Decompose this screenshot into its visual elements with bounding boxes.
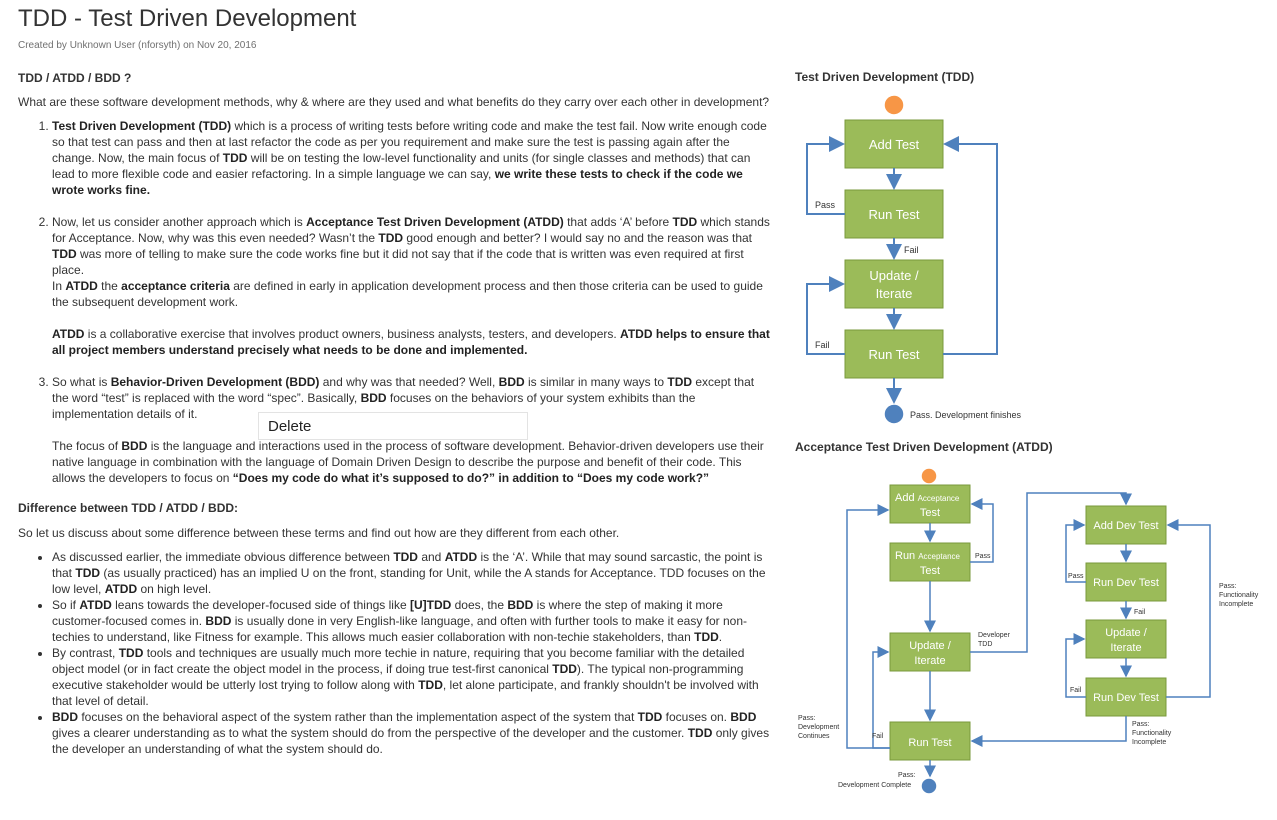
section-heading-methods: TDD / ATDD / BDD ? xyxy=(18,71,132,85)
acceptance-word-2: Acceptance xyxy=(918,552,960,561)
pass-label: Pass xyxy=(815,200,836,210)
run-dev-test-label-2: Run Dev Test xyxy=(1093,692,1159,704)
intro-paragraph: What are these software development meth… xyxy=(18,95,770,109)
func-incomplete-functionality: Functionality xyxy=(1219,592,1259,599)
dev-update-iterate-box xyxy=(1085,619,1167,659)
run-acceptance-test-box xyxy=(889,542,971,582)
bullet-item: BDD focuses on the behavioral aspect of … xyxy=(52,709,773,757)
atdd-end-node xyxy=(920,777,938,795)
difference-intro: So let us discuss about some difference … xyxy=(18,526,620,540)
atdd-figure-title: Acceptance Test Driven Development (ATDD… xyxy=(795,440,1053,454)
atdd-pass-right: Pass xyxy=(975,553,991,560)
run-test-label-1: Run Test xyxy=(868,207,919,222)
start-node xyxy=(883,94,905,116)
atdd-run-test-label: Run Test xyxy=(908,737,951,749)
dev-continues-pass: Pass: xyxy=(798,715,816,722)
fail-label-2: Fail xyxy=(815,340,830,350)
atdd-fail-left: Fail xyxy=(872,733,884,740)
difference-list: As discussed earlier, the immediate obvi… xyxy=(18,549,773,757)
bullet-item: By contrast, TDD tools and techniques ar… xyxy=(52,645,773,709)
iterate-label: Iterate xyxy=(876,286,913,301)
atdd-run-test-box xyxy=(889,721,971,761)
run-test-box-2 xyxy=(844,329,944,379)
bullet-item: So if ATDD leans towards the developer-f… xyxy=(52,597,773,645)
add-acceptance-test-box xyxy=(889,484,971,524)
page-title: TDD - Test Driven Development xyxy=(18,5,357,32)
add-dev-test-label: Add Dev Test xyxy=(1093,520,1158,532)
add-word: Add xyxy=(895,492,915,504)
test-word-1: Test xyxy=(920,507,940,519)
run-word: Run xyxy=(895,550,915,562)
func-incomplete-incomplete: Incomplete xyxy=(1219,601,1253,608)
finish-label: Pass. Development finishes xyxy=(910,410,1022,420)
run-dev-test-label-1: Run Dev Test xyxy=(1093,577,1159,589)
acceptance-word-1: Acceptance xyxy=(918,494,960,503)
dev-iterate-label: Iterate xyxy=(1110,642,1141,654)
update-label: Update / xyxy=(869,268,919,283)
article-body: TDD / ATDD / BDD ? What are these softwa… xyxy=(18,70,773,757)
run-test-label-2: Run Test xyxy=(868,347,919,362)
dev-pass-label: Pass xyxy=(1068,573,1084,580)
page-metadata: Created by Unknown User (nforsyth) on No… xyxy=(18,40,257,51)
list-item-bdd: So what is Behavior-Driven Development (… xyxy=(52,374,773,486)
complete-pass: Pass: xyxy=(898,772,916,779)
methods-list: Test Driven Development (TDD) which is a… xyxy=(18,118,773,486)
developer-label: Developer xyxy=(978,632,1011,639)
run-dev-test-box-1 xyxy=(1085,562,1167,602)
atdd-update-label: Update / xyxy=(909,640,952,652)
run-dev-test-box-2 xyxy=(1085,677,1167,717)
developer-tdd-label: TDD xyxy=(978,641,992,648)
list-item-atdd: Now, let us consider another approach wh… xyxy=(52,214,773,358)
delete-tooltip-button[interactable]: Delete xyxy=(258,412,528,440)
dev-continues-development: Development xyxy=(798,724,839,731)
test-word-2: Test xyxy=(920,565,940,577)
complete-development: Development Complete xyxy=(838,782,911,789)
func-incomplete-b-incomplete: Incomplete xyxy=(1132,739,1166,746)
end-node xyxy=(883,403,905,425)
tdd-flow-diagram: Add Test Run Test Update / Iterate Run T… xyxy=(806,94,1022,425)
section-heading-difference: Difference between TDD / ATDD / BDD: xyxy=(18,501,239,515)
dev-continues-continues: Continues xyxy=(798,733,830,740)
fail-label-1: Fail xyxy=(904,245,919,255)
func-incomplete-b-functionality: Functionality xyxy=(1132,730,1172,737)
dev-fail-label-1: Fail xyxy=(1134,609,1146,616)
dev-fail-label-2: Fail xyxy=(1070,687,1082,694)
atdd-iterate-label: Iterate xyxy=(914,655,945,667)
tdd-figure-title: Test Driven Development (TDD) xyxy=(795,70,975,84)
dev-update-label: Update / xyxy=(1105,627,1148,639)
update-iterate-box xyxy=(844,259,944,309)
func-incomplete-b-pass: Pass: xyxy=(1132,721,1150,728)
add-test-label: Add Test xyxy=(869,137,920,152)
func-incomplete-pass: Pass: xyxy=(1219,583,1237,590)
bullet-item: As discussed earlier, the immediate obvi… xyxy=(52,549,773,597)
list-item-tdd: Test Driven Development (TDD) which is a… xyxy=(52,118,773,198)
atdd-start-node xyxy=(920,467,938,485)
